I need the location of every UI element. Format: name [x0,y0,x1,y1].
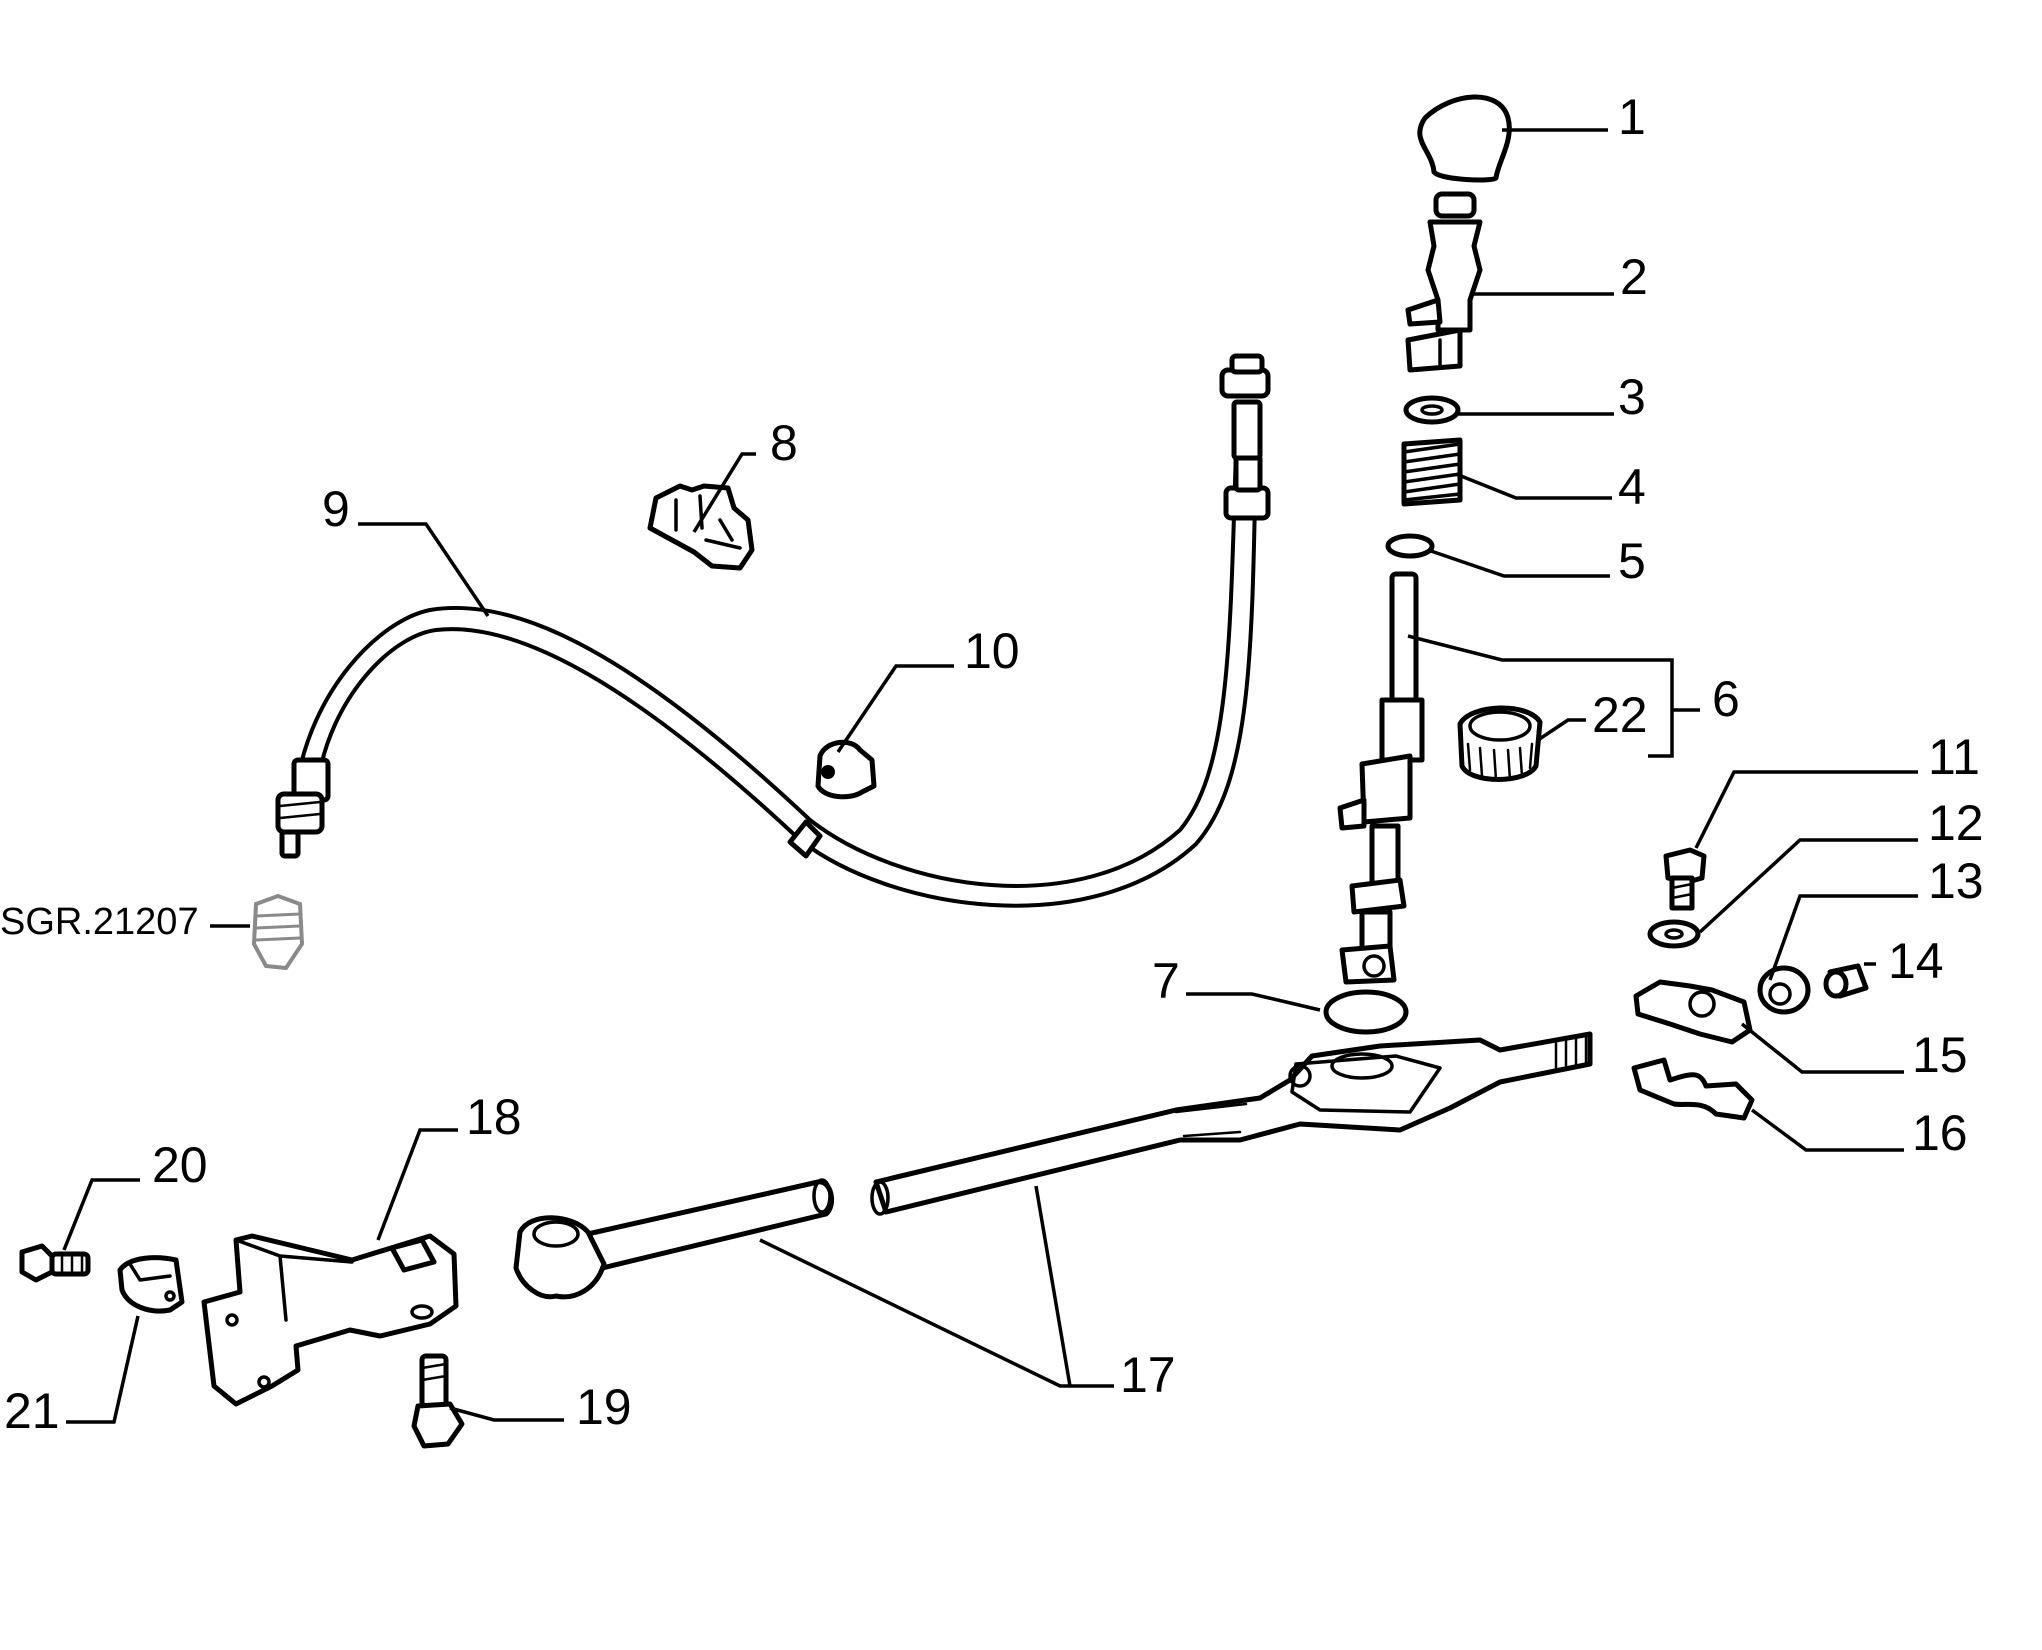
callout-8: 8 [770,415,798,471]
callout-22: 22 [1592,687,1648,743]
callout-1: 1 [1618,89,1646,145]
callout-15: 15 [1912,1027,1968,1083]
callout-7: 7 [1152,953,1180,1009]
part-14-spacer[interactable] [1823,963,1869,999]
callout-2: 2 [1620,249,1648,305]
callout-9: 9 [322,481,350,537]
callout-16: 16 [1912,1105,1968,1161]
part-17-linkage-rod[interactable] [513,1031,1593,1300]
part-9-cable[interactable] [275,353,1271,908]
leader-lines [62,128,1918,1424]
part-7-snap-ring[interactable] [1323,989,1409,1035]
callout-10: 10 [964,623,1020,679]
callout-12: 12 [1928,795,1984,851]
part-18-support-bracket[interactable] [201,1233,459,1407]
part-22-nut[interactable] [1457,705,1543,782]
callout-13: 13 [1928,853,1984,909]
part-6-lower-lever[interactable] [1337,571,1425,985]
reference-fitting[interactable] [251,893,305,971]
part-21-clip[interactable] [117,1255,185,1314]
reference-code-label: SGR.21207 [0,901,199,943]
callout-6: 6 [1712,671,1740,727]
callout-18: 18 [466,1089,522,1145]
callout-21: 21 [4,1383,60,1439]
callout-19: 19 [576,1379,632,1435]
callout-4: 4 [1618,459,1646,515]
part-20-screw[interactable] [19,1243,91,1283]
part-12-washer[interactable] [1647,919,1701,949]
part-19-pin[interactable] [411,1353,465,1449]
part-1-gear-knob[interactable] [1417,94,1512,183]
part-10-grommet[interactable] [815,739,877,800]
callout-labels: 1 2 3 4 5 6 7 8 9 10 11 12 13 14 15 16 1… [0,89,1984,1439]
part-3-washer[interactable] [1403,395,1461,425]
part-11-bolt[interactable] [1663,847,1707,911]
callout-3: 3 [1618,369,1646,425]
part-13-bushing[interactable] [1757,965,1811,1015]
callout-5: 5 [1618,533,1646,589]
part-5-ring[interactable] [1385,533,1435,559]
callout-17: 17 [1120,1347,1176,1403]
part-2-upper-lever[interactable] [1405,191,1483,373]
callout-11: 11 [1928,729,1980,785]
part-15-bracket[interactable] [1633,979,1753,1045]
part-8-clip[interactable] [647,483,755,571]
part-4-spring[interactable] [1401,437,1463,507]
part-16-clamp[interactable] [1631,1057,1755,1121]
callout-14: 14 [1888,933,1944,989]
callout-20: 20 [152,1137,208,1193]
